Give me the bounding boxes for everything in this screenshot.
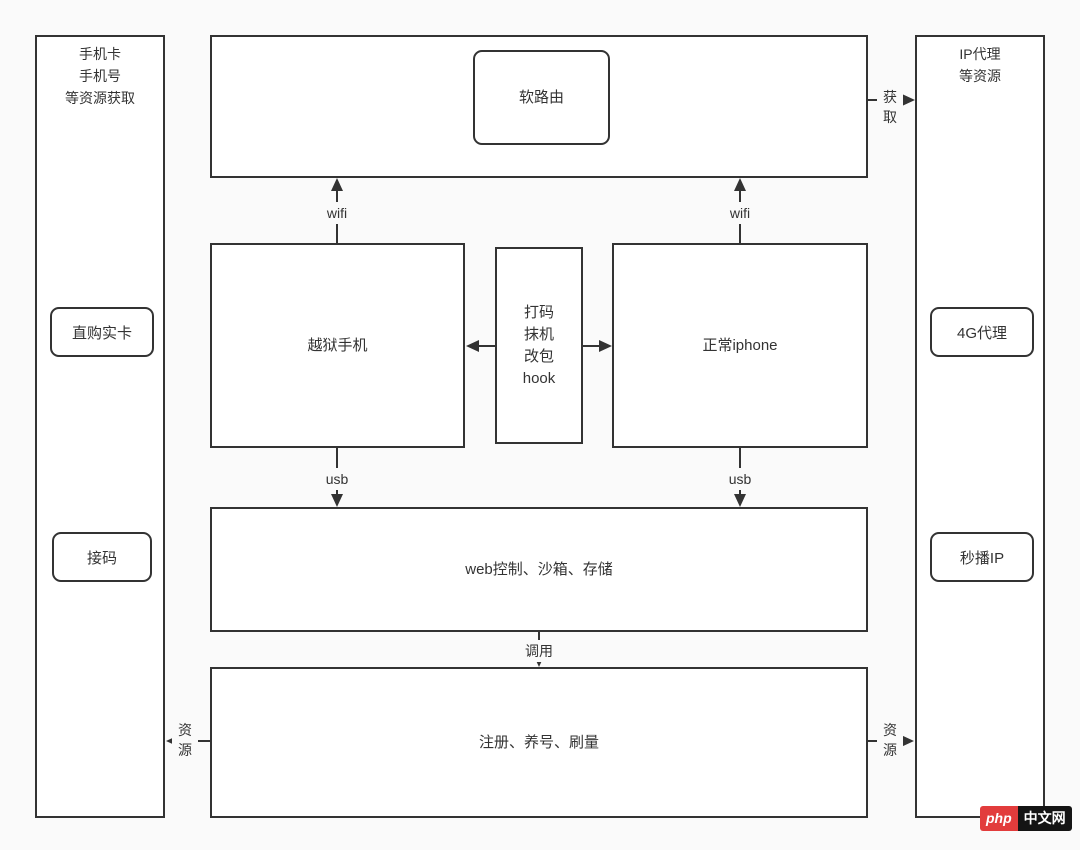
watermark-php-logo: php: [980, 806, 1018, 831]
resource-left-label: 资 源: [172, 719, 198, 761]
wifi-left-label: wifi: [315, 202, 359, 224]
buy-real-card-label: 直购实卡: [71, 324, 132, 342]
soft-router-box: 软路由: [473, 50, 610, 145]
proxy-4g-label: 4G代理: [956, 324, 1007, 342]
watermark-site-name: 中文网: [1017, 806, 1072, 831]
site-watermark: php 中文网: [980, 806, 1072, 831]
right-resource-panel: IP代理 等资源 4G代理 秒播IP: [915, 35, 1045, 818]
acquire-label: 获 取: [877, 86, 903, 128]
web-control-box: web控制、沙箱、存储: [210, 507, 868, 632]
hook-tools-box: 打码 抹机 改包 hook: [495, 247, 583, 444]
call-label: 调用: [521, 640, 557, 662]
web-control-label: web控制、沙箱、存储: [465, 560, 613, 578]
buy-real-card-box: 直购实卡: [50, 307, 154, 357]
normal-iphone-label: 正常iphone: [702, 336, 778, 354]
register-farm-box: 注册、养号、刷量: [210, 667, 868, 818]
jailbreak-phone-label: 越狱手机: [307, 336, 368, 354]
resource-right-label: 资 源: [877, 719, 903, 761]
receive-code-label: 接码: [86, 549, 117, 567]
left-resource-panel: 手机卡 手机号 等资源获取 直购实卡 接码: [35, 35, 165, 818]
jailbreak-phone-box: 越狱手机: [210, 243, 465, 448]
usb-left-label: usb: [315, 468, 359, 490]
network-layer-box: 软路由: [210, 35, 868, 178]
usb-right-label: usb: [718, 468, 762, 490]
normal-iphone-box: 正常iphone: [612, 243, 868, 448]
proxy-4g-box: 4G代理: [930, 307, 1034, 357]
left-panel-title: 手机卡 手机号 等资源获取: [65, 46, 135, 106]
miaobo-ip-box: 秒播IP: [930, 532, 1034, 582]
soft-router-label: 软路由: [518, 88, 564, 106]
right-panel-title: IP代理 等资源: [959, 46, 1001, 84]
receive-code-box: 接码: [52, 532, 152, 582]
register-farm-label: 注册、养号、刷量: [478, 733, 599, 751]
wifi-right-label: wifi: [718, 202, 762, 224]
hook-tools-label: 打码 抹机 改包 hook: [522, 303, 556, 387]
miaobo-ip-label: 秒播IP: [959, 549, 1005, 567]
